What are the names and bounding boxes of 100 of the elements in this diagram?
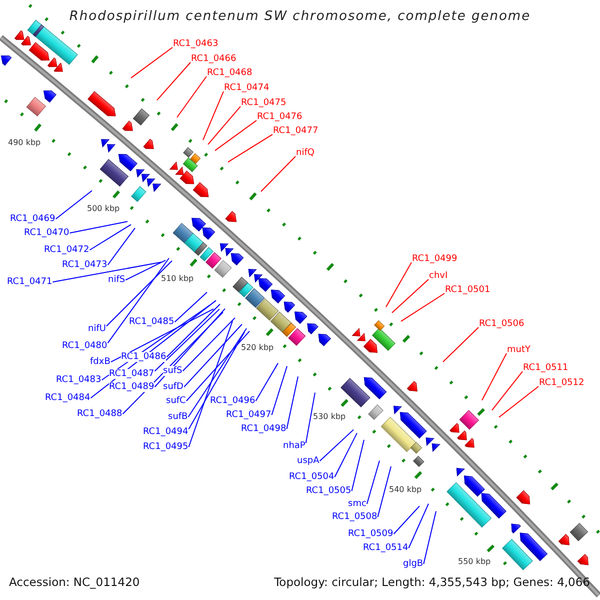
gene-label: RC1_0497 — [226, 410, 272, 420]
gene-label: RC1_0473 — [62, 260, 108, 270]
leader-line — [408, 503, 429, 548]
footer-note: Topology: circular; Length: 4,355,543 bp; Genes: 4,066 — [274, 576, 590, 590]
gene-label: RC1_0476 — [257, 112, 302, 122]
leader-line — [110, 308, 214, 362]
gene-label: glgB — [403, 558, 424, 570]
gene-label: sufC — [166, 396, 186, 406]
diagram-title: Rhodospirillum centenum SW chromosome, complete genome — [69, 9, 531, 25]
leader-line — [366, 460, 380, 504]
leader-line — [386, 262, 412, 308]
scale-label: 550 kbp — [458, 557, 491, 567]
gene-label: RC1_0484 — [45, 392, 90, 404]
gene-label: RC1_0468 — [207, 68, 252, 78]
gene-label: nifS — [108, 274, 126, 286]
gene-label: RC1_0511 — [523, 362, 568, 374]
leader-line — [286, 376, 298, 430]
gene-label: RC1_0480 — [62, 340, 108, 352]
leader-line — [423, 510, 436, 564]
leader-line — [334, 432, 358, 478]
leader-line — [377, 466, 392, 518]
gene-label: RC1_0474 — [224, 82, 270, 94]
gene-label: RC1_0475 — [241, 98, 286, 108]
leader-line — [392, 278, 429, 314]
gene-label: RC1_0469 — [10, 214, 56, 224]
gene-label: RC1_0463 — [173, 38, 218, 50]
gene-label: RC1_0488 — [77, 408, 122, 420]
leader-line — [351, 439, 364, 492]
gene-label: RC1_0501 — [445, 284, 490, 296]
gene-label: RC1_0496 — [210, 396, 256, 406]
gene-label: RC1_0470 — [24, 228, 70, 238]
leader-line — [260, 156, 296, 192]
leader-line — [55, 190, 92, 220]
leader-line — [208, 106, 241, 145]
gene-label: mutY — [507, 344, 530, 356]
leader-line — [202, 90, 224, 141]
gene-label: RC1_0472 — [44, 244, 90, 256]
gene-label: RC1_0487 — [109, 368, 154, 380]
gene-label: nhaP — [283, 440, 306, 452]
scale-label: 540 kbp — [389, 485, 422, 495]
leader-line — [125, 260, 166, 280]
leader-line — [393, 506, 420, 534]
gene-label: RC1_0483 — [56, 374, 102, 386]
gene-label: RC1_0494 — [143, 426, 188, 438]
leader-line — [182, 317, 236, 372]
gene-label: nifU — [88, 324, 106, 334]
scale-label: 530 kbp — [313, 412, 346, 422]
leader-line — [156, 62, 191, 101]
leader-line — [400, 292, 445, 322]
leader-line — [482, 352, 507, 401]
gene-label: RC1_0486 — [121, 352, 166, 362]
gene-label: sufB — [168, 412, 188, 422]
leader-line — [228, 134, 273, 163]
leader-line — [184, 324, 242, 388]
gene-label: RC1_0514 — [363, 542, 408, 554]
leader-line — [69, 220, 128, 234]
leader-line — [498, 386, 539, 418]
scale-label: 510 kbp — [161, 274, 194, 284]
leader-line — [122, 312, 224, 414]
footer-note: Accession: NC_011420 — [9, 576, 140, 590]
gene-label: chvI — [429, 270, 448, 282]
gene-label: RC1_0505 — [306, 486, 352, 496]
leader-line — [319, 429, 354, 462]
leader-line — [107, 228, 136, 266]
gene-label: smc — [348, 498, 366, 510]
leader-line — [188, 328, 247, 418]
leader-line — [271, 366, 288, 416]
leader-line — [492, 370, 523, 411]
leader-line — [305, 392, 316, 444]
gene-label: RC1_0471 — [7, 276, 52, 288]
leader-line — [176, 76, 207, 118]
leader-line — [255, 362, 278, 402]
gene-label: RC1_0508 — [332, 512, 378, 522]
gene-label: RC1_0489 — [109, 382, 154, 392]
gene-label: RC1_0466 — [191, 54, 236, 64]
gene-label: RC1_0509 — [348, 528, 394, 540]
scale-label: 500 kbp — [87, 204, 120, 214]
leader-line — [130, 46, 173, 78]
leader-line — [166, 304, 220, 358]
gene-label: nifQ — [296, 148, 314, 158]
gene-label: RC1_0506 — [479, 318, 524, 330]
gene-label: RC1_0477 — [273, 126, 318, 136]
scale-label: 490 kbp — [8, 138, 41, 148]
leader-line — [107, 258, 170, 344]
leader-line — [188, 320, 233, 448]
leader-line — [106, 260, 172, 327]
leader-line — [186, 330, 250, 402]
gene-label: RC1_0504 — [289, 472, 334, 482]
leader-line — [214, 120, 257, 152]
gene-label: RC1_0498 — [241, 424, 286, 434]
leader-line — [154, 308, 220, 372]
leader-line — [52, 262, 162, 282]
gene-label: RC1_0512 — [539, 378, 584, 388]
leader-line — [89, 224, 132, 250]
gene-label: RC1_0499 — [412, 254, 458, 264]
leader-line — [188, 332, 245, 430]
gene-label: sufS — [163, 366, 182, 376]
leader-line — [174, 292, 208, 322]
gene-label: fdxB — [90, 356, 110, 368]
leader-line — [442, 326, 479, 362]
